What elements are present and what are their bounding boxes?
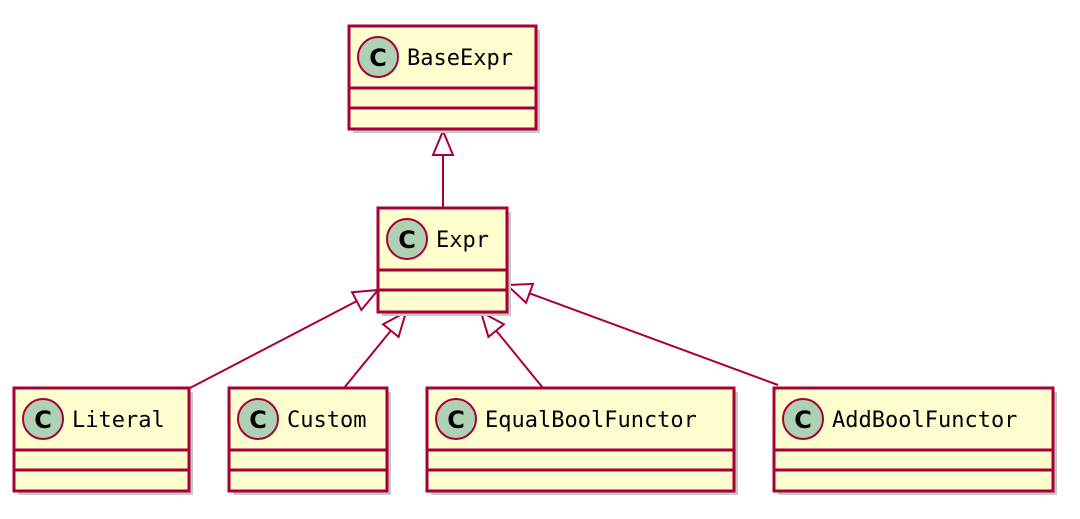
relations-layer (189, 128, 779, 389)
class-stereotype-icon: C (386, 218, 428, 260)
stereotype-circle (237, 398, 279, 440)
inheritance-literal-to-expr (189, 288, 381, 389)
inheritance-addboolfunctor-to-expr (504, 282, 779, 386)
class-custom: C Custom (227, 386, 391, 495)
class-stereotype-icon: C (22, 398, 64, 440)
class-stereotype-icon: C (237, 398, 279, 440)
inheritance-custom-to-expr (343, 309, 408, 389)
class-name: Expr (436, 228, 489, 253)
inheritance-line (529, 292, 779, 386)
inheritance-line (343, 329, 392, 389)
stereotype-circle (435, 398, 477, 440)
class-name: BaseExpr (407, 46, 513, 71)
stereotype-letter: C (794, 406, 812, 434)
class-literal: C Literal (12, 386, 193, 495)
class-box (425, 386, 736, 493)
stereotype-letter: C (34, 406, 52, 434)
class-stereotype-icon: C (435, 398, 477, 440)
inheritance-arrowhead-icon (381, 309, 408, 339)
class-stereotype-icon: C (357, 36, 399, 78)
inheritance-arrowhead-icon (350, 288, 381, 312)
class-stereotype-icon: C (782, 398, 824, 440)
stereotype-circle (22, 398, 64, 440)
inheritance-line (189, 300, 358, 389)
stereotype-letter: C (447, 406, 465, 434)
stereotype-circle (782, 398, 824, 440)
class-name: Custom (287, 408, 366, 433)
class-equalboolfunctor: C EqualBoolFunctor (425, 386, 738, 495)
class-name: Literal (72, 408, 165, 433)
class-name: AddBoolFunctor (832, 408, 1017, 433)
class-box (772, 386, 1055, 493)
class-expr: C Expr (376, 206, 511, 316)
stereotype-letter: C (249, 406, 267, 434)
inheritance-line (495, 329, 544, 389)
class-baseexpr: C BaseExpr (347, 24, 540, 133)
stereotype-circle (386, 218, 428, 260)
inheritance-arrowhead-icon (431, 128, 455, 156)
inheritance-arrowhead-icon (504, 282, 535, 305)
inheritance-expr-to-baseexpr (431, 128, 455, 208)
stereotype-circle (357, 36, 399, 78)
inheritance-arrowhead-icon (479, 309, 506, 339)
class-addboolfunctor: C AddBoolFunctor (772, 386, 1057, 495)
class-name: EqualBoolFunctor (485, 408, 697, 433)
stereotype-letter: C (398, 226, 416, 254)
stereotype-letter: C (369, 44, 387, 72)
inheritance-equalboolfunctor-to-expr (479, 309, 544, 389)
